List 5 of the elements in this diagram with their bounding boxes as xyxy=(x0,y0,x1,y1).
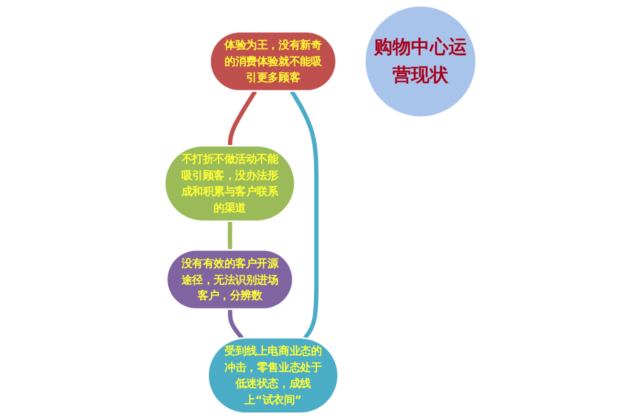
connector xyxy=(289,90,318,340)
node-circle: 购物中心运营现状 xyxy=(364,5,476,118)
connector xyxy=(227,309,244,340)
connector xyxy=(227,221,232,250)
connector xyxy=(227,90,256,146)
